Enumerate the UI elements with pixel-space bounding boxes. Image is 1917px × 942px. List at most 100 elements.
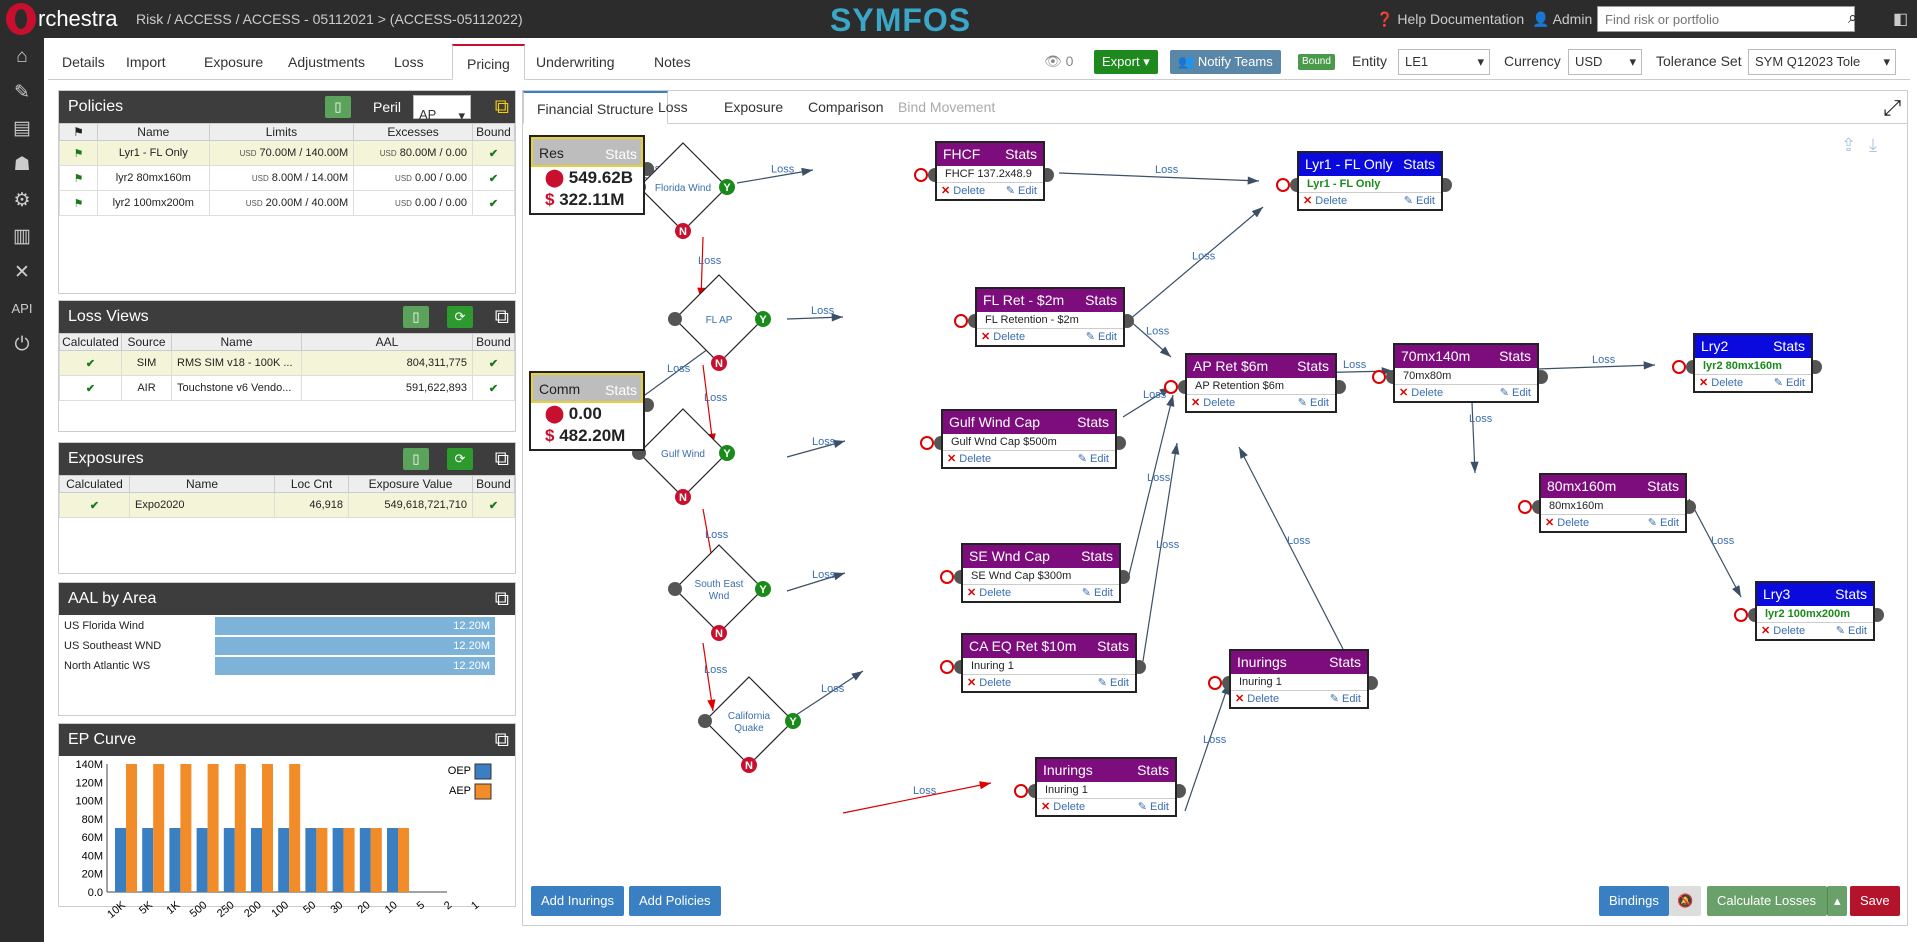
edit-button[interactable]: ✎ Edit [1330, 691, 1361, 707]
tab-loss[interactable]: Loss [394, 54, 424, 70]
graph-edge[interactable] [842, 782, 992, 814]
stats-button[interactable]: Stats [1835, 586, 1867, 602]
canvas-tab-exposure[interactable]: Exposure [724, 99, 784, 115]
loss-edge-label[interactable]: Loss [1146, 326, 1170, 338]
edit-button[interactable]: ✎ Edit [1500, 385, 1531, 401]
entity-select[interactable]: LE1 [1398, 49, 1490, 75]
loss-edge-label[interactable]: Loss [1192, 251, 1216, 263]
edit-button[interactable]: ✎ Edit [1404, 193, 1435, 209]
delete-button[interactable]: ✕ Delete [947, 451, 991, 467]
bar-oep[interactable] [142, 828, 154, 892]
bar-aep[interactable] [289, 764, 301, 892]
add-policies-button[interactable]: Add Policies [629, 886, 721, 916]
loss-edge-label[interactable]: Loss [704, 664, 728, 676]
help-documentation-link[interactable]: ❓ Help Documentation [1376, 11, 1524, 28]
edit-button[interactable]: ✎ Edit [1078, 451, 1109, 467]
external-link-icon[interactable]: ⧉ [494, 729, 509, 751]
clipboard-button[interactable]: ▯ [325, 96, 351, 118]
search-icon[interactable]: ⌕ [1848, 8, 1858, 27]
delete-button[interactable]: ✕ Delete [967, 585, 1011, 601]
tab-adjustments[interactable]: Adjustments [288, 54, 366, 70]
loss-edge-label[interactable]: Loss [812, 436, 836, 448]
mute-icon[interactable]: 🔕 [1669, 886, 1702, 916]
bar-oep[interactable] [278, 828, 290, 892]
no-port[interactable] [675, 489, 691, 505]
input-port[interactable] [668, 312, 682, 326]
remove-link-icon[interactable] [914, 168, 928, 182]
edit-button[interactable]: ✎ Edit [1086, 329, 1117, 345]
breadcrumb[interactable]: Risk / ACCESS / ACCESS - 05112021 > (ACC… [136, 11, 523, 27]
orchestra-logo-icon[interactable] [6, 3, 36, 35]
loss-edge-label[interactable]: Loss [821, 683, 845, 695]
loss-edge-label[interactable]: Loss [1143, 389, 1167, 401]
graph-edge[interactable] [1688, 498, 1742, 598]
edit-button[interactable]: ✎ Edit [1298, 395, 1329, 411]
stats-button[interactable]: Stats [1005, 146, 1037, 162]
expand-icon[interactable]: ⤢ [1883, 95, 1901, 120]
check-icon[interactable]: ✔ [472, 350, 515, 376]
calculate-losses-button[interactable]: Calculate Losses [1707, 886, 1827, 916]
bar-aep[interactable] [262, 764, 273, 892]
yes-port[interactable] [719, 445, 735, 461]
delete-button[interactable]: ✕ Delete [1399, 385, 1443, 401]
delete-button[interactable]: ✕ Delete [1761, 623, 1805, 639]
check-icon[interactable]: ✔ [472, 375, 515, 401]
remove-link-icon[interactable] [920, 436, 934, 450]
delete-button[interactable]: ✕ Delete [1191, 395, 1235, 411]
graph-edge[interactable] [1128, 394, 1174, 576]
user-menu[interactable]: 👤 Admin [1532, 11, 1592, 28]
no-port[interactable] [741, 757, 757, 773]
area-bar[interactable]: 12.20M [215, 657, 495, 675]
graph-edge[interactable] [1238, 446, 1344, 650]
graph-edge[interactable] [1142, 442, 1178, 662]
loss-edge-label[interactable]: Loss [1711, 535, 1735, 547]
api-icon[interactable]: API [11, 301, 33, 316]
tab-pricing[interactable]: Pricing [452, 44, 525, 80]
external-link-icon[interactable]: ⧉ [494, 96, 509, 118]
export-button[interactable]: Export ▾ [1094, 50, 1158, 74]
delete-button[interactable]: ✕ Delete [941, 183, 985, 199]
tab-exposure[interactable]: Exposure [204, 54, 264, 70]
stats-button[interactable]: Stats [1297, 358, 1329, 374]
graph-edge[interactable] [736, 169, 814, 184]
no-port[interactable] [711, 355, 727, 371]
bar-aep[interactable] [153, 764, 165, 892]
bar-oep[interactable] [223, 828, 235, 892]
check-icon[interactable]: ✔ [472, 190, 515, 216]
edit-icon[interactable]: ✎ [14, 82, 30, 103]
canvas-tab-bind-movement[interactable]: Bind Movement [898, 99, 996, 115]
bar-aep[interactable] [370, 828, 382, 892]
delete-button[interactable]: ✕ Delete [1235, 691, 1279, 707]
loss-edge-label[interactable]: Loss [667, 363, 691, 375]
stats-button[interactable]: Stats [1499, 348, 1531, 364]
graph-edge[interactable] [1184, 682, 1230, 812]
remove-link-icon[interactable] [1014, 784, 1028, 798]
remove-link-icon[interactable] [1734, 608, 1748, 622]
tab-import[interactable]: Import [126, 54, 166, 70]
tab-details[interactable]: Details [62, 54, 105, 70]
remove-link-icon[interactable] [1518, 500, 1532, 514]
briefcase-icon[interactable]: ▤ [13, 118, 31, 139]
tolerance-select[interactable]: SYM Q12023 Tole [1748, 49, 1896, 75]
watchers[interactable]: 👁 0 [1044, 53, 1073, 70]
canvas-tab-loss[interactable]: Loss [658, 99, 688, 115]
yes-port[interactable] [785, 713, 801, 729]
stats-button[interactable]: Stats [1097, 638, 1129, 654]
stats-button[interactable]: Stats [605, 146, 637, 162]
bar-aep[interactable] [398, 828, 409, 892]
